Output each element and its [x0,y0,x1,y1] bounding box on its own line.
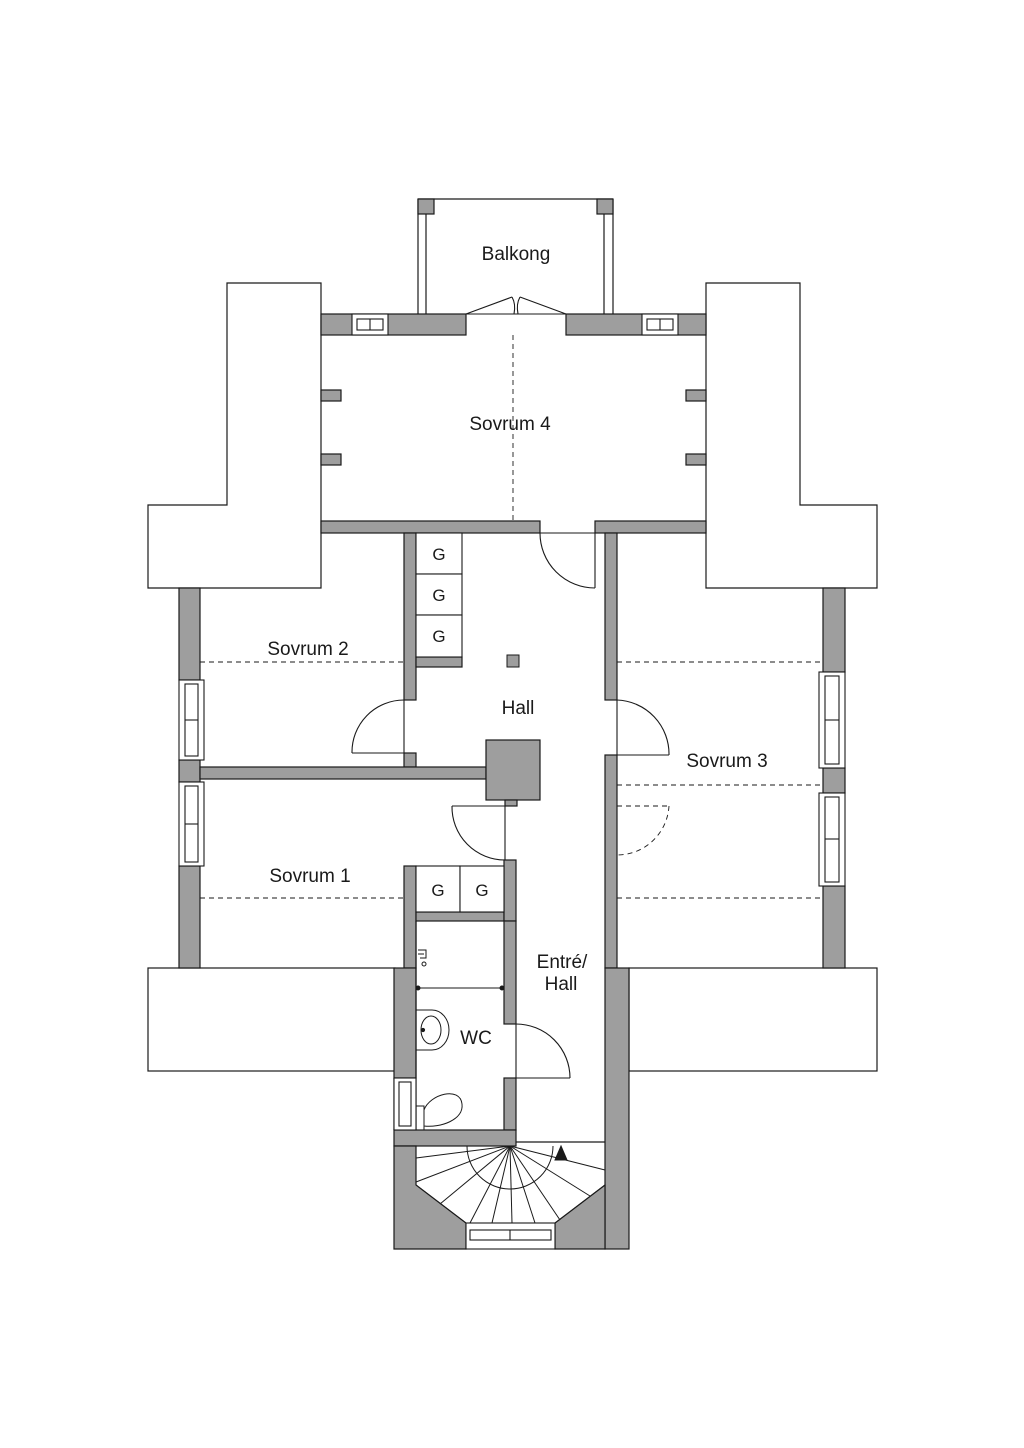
label-sovrum4: Sovrum 4 [469,414,551,435]
door-sovrum1 [451,805,506,861]
closet-label-hall-3: G [432,627,445,646]
doors [351,296,670,1079]
stair-direction-arrow-icon [554,1144,568,1161]
closet-hall-2 [415,573,463,616]
window-sovrum4-left [351,313,389,336]
wall-wc-bottom [393,1129,517,1147]
closet-hall-1 [415,532,463,575]
balcony-post-right [596,198,614,215]
wall-hall-right-lower [604,754,618,969]
label-hall: Hall [502,698,535,719]
closet-label-lower-1: G [431,881,444,900]
wall-top-left [320,313,467,336]
door-wc [515,1023,571,1079]
balcony [417,198,614,314]
window-sovrum4-right [641,313,679,336]
wall-right-exterior-1 [822,587,846,673]
door-sovrum4 [539,532,596,589]
window-sovrum1 [178,781,205,867]
wall-stair-left [393,1145,467,1250]
label-sovrum3: Sovrum 3 [686,751,767,772]
window-stair [465,1222,556,1250]
roof-outline-bottom-right [628,967,878,1072]
wall-stair-right [604,967,630,1250]
door-sovrum3 [616,699,670,756]
toilet-icon [415,1093,463,1131]
wall-sovrum4-bottom-right [594,520,707,534]
door-sovrum2 [351,699,405,754]
windows [178,313,846,1250]
closet-hall-3 [415,614,463,658]
label-entre-line2: Hall [545,974,578,995]
wall-top-right [565,313,707,336]
stair [415,1144,606,1224]
sink-icon [415,1009,450,1051]
wall-hall-right-upper [604,532,618,701]
wall-right-exterior-2 [822,885,846,969]
wall-left-exterior-1 [178,587,201,681]
closet-label-hall-2: G [432,586,445,605]
label-sovrum1: Sovrum 1 [269,866,350,887]
closet-label-lower-2: G [475,881,488,900]
label-entre-line1: Entré/ [537,952,588,973]
wall-wc-left [393,967,417,1079]
wall-bedroom-divider [199,766,487,780]
window-wc [393,1077,417,1131]
closets-lower [415,865,505,913]
label-balkong: Balkong [482,244,551,265]
roof-outline-right [705,282,878,589]
window-sovrum3-upper [818,671,846,769]
closet-lower-1 [415,865,461,913]
label-wc: WC [460,1028,492,1049]
balcony-door [465,296,567,315]
window-sovrum2 [178,679,205,761]
closet-label-hall-1: G [432,545,445,564]
stair-inner-arc [466,1145,554,1190]
chimney [485,739,541,801]
dashed-lines [200,335,823,899]
wc-fixtures [415,949,505,1131]
closet-lower-2 [459,865,505,913]
roof-outline-bottom-left [147,967,396,1072]
hall-vent [506,654,520,668]
roof-outlines [147,282,878,1072]
window-sovrum3-lower [818,792,846,887]
roof-outline-left [147,282,322,589]
balcony-post-left [417,198,435,215]
wall-sovrum4-bottom-left [320,520,541,534]
closets-hall [415,532,463,658]
wall-left-exterior-2 [178,865,201,969]
label-sovrum2: Sovrum 2 [267,639,348,660]
shower-head-icon [418,949,427,967]
